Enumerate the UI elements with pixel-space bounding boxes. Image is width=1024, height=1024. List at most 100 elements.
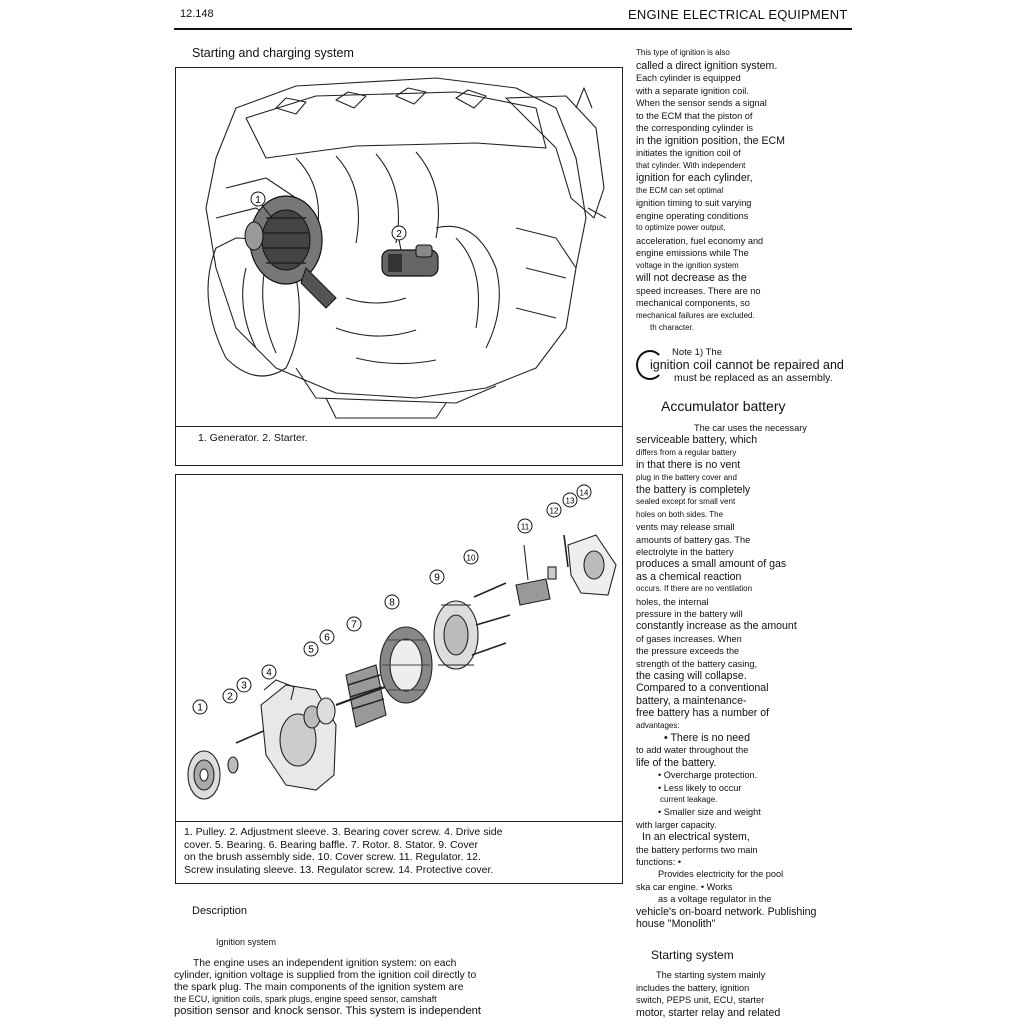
engine-figure: 1 2 1. Generator. 2. Starter. <box>175 67 623 466</box>
starting-charging-heading: Starting and charging system <box>192 46 354 60</box>
fig2-callout-circle <box>222 688 238 704</box>
text-line: • Overcharge protection. <box>658 770 758 781</box>
text-line: ignition for each cylinder, <box>636 172 753 184</box>
battery-heading: Accumulator battery <box>661 398 786 414</box>
figure2-caption-line: Screw insulating sleeve. 13. Regulator s… <box>184 863 494 876</box>
text-line: holes, the internal <box>636 596 709 607</box>
fig2-callout-circle <box>463 549 479 565</box>
text-line: to the ECM that the piston of <box>636 110 753 121</box>
text-line: to optimize power output, <box>636 223 726 232</box>
ignition-paragraph-line: the ECU, ignition coils, spark plugs, en… <box>174 994 437 1004</box>
fig2-callout-11: 11 <box>521 523 530 532</box>
text-line: engine operating conditions <box>636 210 749 221</box>
text-line: free battery has a number of <box>636 707 770 720</box>
text-line: that cylinder. With independent <box>636 160 746 170</box>
text-line: advantages: <box>636 720 680 730</box>
note-label: Note 1) The <box>672 347 722 358</box>
text-line: Provides electricity for the pool <box>658 869 784 880</box>
fig2-callout-3: 3 <box>241 681 247 692</box>
text-line: In an electrical system, <box>642 831 750 844</box>
fig2-callout-12: 12 <box>550 507 559 516</box>
text-line: strength of the battery casing, <box>636 658 758 669</box>
fig2-callout-1: 1 <box>197 703 203 714</box>
text-line: engine emissions while The <box>636 248 749 258</box>
fig2-callout-circle <box>319 629 335 645</box>
fig2-callout-5: 5 <box>308 645 314 656</box>
text-line: will not decrease as the <box>636 272 747 284</box>
fig2-callout-2: 2 <box>227 692 233 703</box>
fig1-callout-1: 1 <box>255 195 261 206</box>
starting-system-heading: Starting system <box>651 948 734 962</box>
text-line: the ECM can set optimal <box>636 185 724 195</box>
fig2-callout-circle <box>236 677 252 693</box>
fig2-callout-13: 13 <box>566 497 575 506</box>
text-line: occurs. If there are no ventilation <box>636 584 753 594</box>
fig2-callout-7: 7 <box>351 620 357 631</box>
text-line: electrolyte in the battery <box>636 547 734 557</box>
ignition-heading: Ignition system <box>216 937 277 947</box>
fig2-callout-circle <box>303 641 319 657</box>
text-line: sealed except for small vent <box>636 497 736 507</box>
header-rule <box>174 28 852 30</box>
text-line: vehicle's on-board network. Publishing <box>636 905 817 918</box>
generator-part <box>244 195 337 309</box>
text-line: the pressure exceeds the <box>636 646 740 657</box>
text-line: house "Monolith" <box>636 918 716 930</box>
text-line: plug in the battery cover and <box>636 472 737 482</box>
fig2-callout-circle <box>346 616 362 632</box>
figure2-caption-line: cover. 5. Bearing. 6. Bearing baffle. 7.… <box>184 838 478 851</box>
text-line: in the ignition position, the ECM <box>636 134 785 147</box>
fig1-callout-2: 2 <box>396 229 402 240</box>
fig2-callout-9: 9 <box>434 573 440 584</box>
text-line: This type of ignition is also <box>636 48 730 57</box>
text-line: differs from a regular battery <box>636 447 737 457</box>
fig2-callout-6: 6 <box>324 633 330 644</box>
figure2-caption-line: on the brush assembly side. 10. Cover sc… <box>184 851 481 863</box>
text-line: mechanical components, so <box>636 298 750 308</box>
text-line: • Less likely to occur <box>658 782 742 793</box>
ignition-paragraph-line: cylinder, ignition voltage is supplied f… <box>174 970 477 981</box>
text-line: The car uses the necessary <box>694 423 807 433</box>
text-line: of gases increases. When <box>636 633 742 644</box>
note-box: Note 1) The ignition coil cannot be repa… <box>636 345 856 385</box>
fig2-callout-circle <box>429 569 445 585</box>
note-bracket <box>636 350 664 380</box>
fig2-callout-4: 4 <box>266 668 272 679</box>
text-line: voltage in the ignition system <box>636 260 739 270</box>
text-line: • Smaller size and weight <box>658 807 761 818</box>
text-line: pressure in the battery will <box>636 609 743 619</box>
text-line: the battery is completely <box>636 484 751 496</box>
fig2-callout-10: 10 <box>467 554 476 563</box>
text-line: with larger capacity. <box>636 819 717 830</box>
figure1-caption-box: 1. Generator. 2. Starter. <box>176 426 622 466</box>
text-line: holes on both sides. The <box>636 509 724 519</box>
text-line: as a chemical reaction <box>636 570 742 583</box>
text-line: The starting system mainly <box>656 970 766 980</box>
fig2-callout-circle <box>562 492 578 508</box>
text-line: with a separate ignition coil. <box>636 85 749 96</box>
fig2-callout-circle <box>192 699 208 715</box>
page-number: 12.148 <box>180 8 214 20</box>
text-line: vents may release small <box>636 522 735 533</box>
text-line: motor, starter relay and related <box>636 1006 781 1019</box>
text-line: as a voltage regulator in the <box>658 894 772 905</box>
text-line: th character. <box>650 323 695 332</box>
text-line: Compared to a conventional <box>636 682 769 695</box>
description-heading: Description <box>192 905 248 917</box>
ignition-paragraph-line: the spark plug. The main components of t… <box>174 982 464 993</box>
text-line: serviceable battery, which <box>636 434 758 447</box>
ignition-paragraph-line: position sensor and knock sensor. This s… <box>174 1005 481 1017</box>
text-line: functions: • <box>636 857 682 867</box>
fig2-callout-8: 8 <box>389 598 395 609</box>
text-line: mechanical failures are excluded. <box>636 310 755 320</box>
text-line: • There is no need <box>664 732 750 744</box>
text-line: life of the battery. <box>636 756 717 769</box>
text-line: speed increases. There are no <box>636 285 761 296</box>
fig2-callout-circle <box>261 664 277 680</box>
fig2-callout-circle <box>384 594 400 610</box>
text-line: ignition timing to suit varying <box>636 198 752 208</box>
text-line: in that there is no vent <box>636 459 741 472</box>
text-line: called a direct ignition system. <box>636 59 778 72</box>
